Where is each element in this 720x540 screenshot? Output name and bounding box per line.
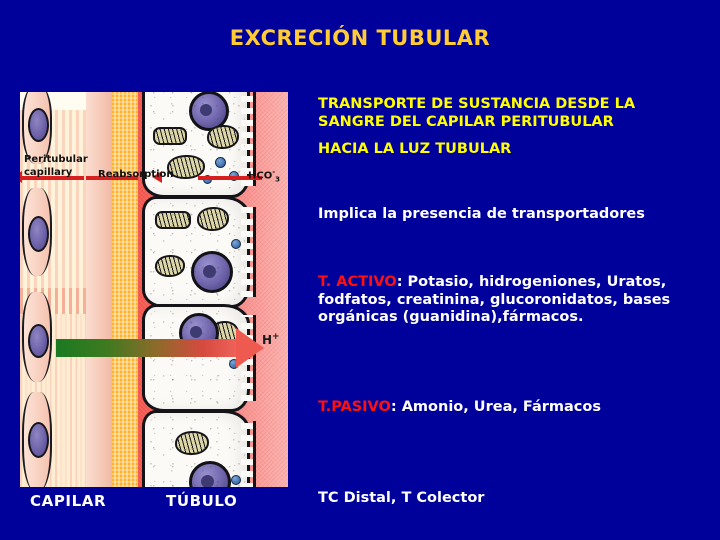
endothelial-nucleus (28, 108, 49, 142)
paragraph-implica: Implica la presencia de transportadores (318, 206, 645, 222)
basement-membrane-band (112, 92, 138, 487)
tubular-epithelial-cell (142, 304, 256, 412)
basement-membrane-texture (112, 92, 138, 487)
peritubular-capillary-label: Peritubular capillary (24, 154, 88, 178)
activo-label: T. ACTIVO (318, 274, 397, 290)
brush-border (241, 420, 256, 487)
label-tubulo: TÚBULO (166, 492, 238, 510)
mitochondrion (153, 127, 187, 145)
brush-border (241, 207, 256, 297)
reabsorption-arrow-shaft-mid (86, 176, 138, 180)
paragraph-transporte-activo: T. ACTIVO: Potasio, hidrogeniones, Urato… (318, 274, 708, 327)
secretion-gradient-arrow-head (236, 328, 264, 368)
reabsorption-arrow-head-left (20, 171, 22, 183)
tubular-epithelial-cell (142, 410, 256, 487)
endothelial-nucleus (28, 422, 49, 458)
kidney-tubule-figure: Peritubular capillary Reabsorption HCO-3… (20, 92, 288, 487)
reabsorption-label: Reabsorption (98, 169, 174, 180)
mitochondrion (197, 207, 229, 231)
paragraph-transporte-pasivo: T.PASIVO: Amonio, Urea, Fármacos (318, 399, 708, 417)
brush-border (241, 92, 256, 186)
paragraph-transporte: TRANSPORTE DE SUSTANCIA DESDE LA SANGRE … (318, 96, 636, 130)
vesicle (215, 157, 226, 168)
cell-nucleus (191, 251, 233, 293)
mitochondrion (155, 255, 185, 277)
pasivo-body: : Amonio, Urea, Fármacos (390, 399, 601, 415)
vesicle (231, 239, 241, 249)
mitochondrion (207, 125, 239, 149)
tubular-epithelial-cell (142, 196, 256, 308)
cell-nucleus (189, 461, 231, 487)
mitochondrion (175, 431, 209, 455)
bicarbonate-label: HCO-3 (248, 168, 280, 184)
bicarbonate-arrow-shaft (198, 176, 262, 180)
paragraph-hacia: HACIA LA LUZ TUBULAR (318, 141, 512, 157)
pasivo-label: T.PASIVO (318, 399, 391, 415)
paragraph-tc-distal: TC Distal, T Colector (318, 490, 485, 506)
vesicle (231, 475, 241, 485)
bicarbonate-arrow-head (152, 171, 162, 183)
secretion-gradient-arrow-body (56, 339, 240, 357)
activo-body: : Potasio, hidrogeniones, Uratos, fodfat… (318, 274, 671, 326)
mitochondrion (155, 211, 191, 229)
endothelial-nucleus (28, 324, 49, 358)
label-capilar: CAPILAR (30, 492, 107, 510)
page-title: EXCRECIÓN TUBULAR (229, 26, 491, 50)
capillary-endothelium (86, 92, 116, 487)
mitochondrion (167, 155, 205, 179)
hydrogen-ion-label: H+ (262, 332, 280, 347)
reabsorption-arrow-shaft-left (22, 176, 84, 180)
endothelial-nucleus (28, 216, 49, 252)
